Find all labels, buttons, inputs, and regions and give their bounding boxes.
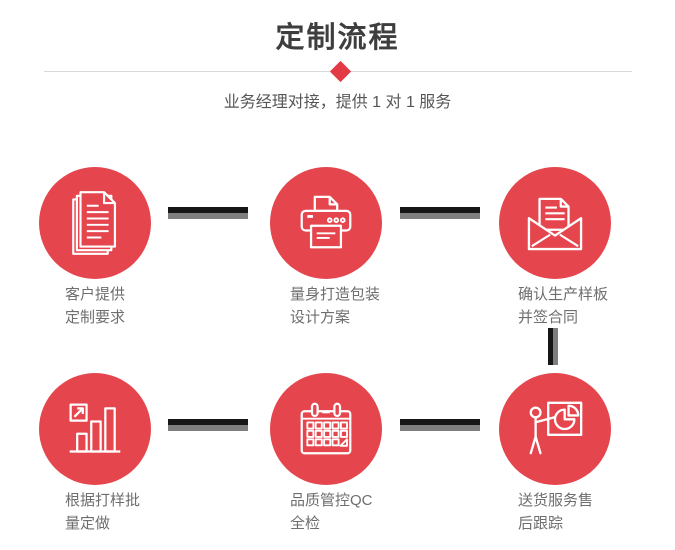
- section-title: 定制流程: [275, 22, 400, 54]
- step-label: 根据打样批量定做: [65, 489, 140, 535]
- step-circle-packaging-design: [270, 167, 382, 279]
- diamond-icon: [329, 60, 352, 83]
- step-circle-quality-control: [270, 373, 382, 485]
- step-label: 品质管控QC 全检: [290, 489, 373, 535]
- step-label: 量身打造包装设计方案: [290, 283, 380, 329]
- step-label: 确认生产样板并签合同: [518, 283, 608, 329]
- step-label-line2: 并签合同: [518, 309, 579, 326]
- presentation-icon: [524, 398, 586, 460]
- step-circle-sample-contract: [499, 167, 611, 279]
- step-label-line1: 量身打造包装: [290, 286, 381, 303]
- bar-chart-icon: [65, 399, 125, 459]
- step-label: 客户提供定制要求: [65, 283, 125, 329]
- connector-step3-step6: [548, 328, 558, 365]
- envelope-icon: [524, 195, 586, 251]
- step-label-line1: 确认生产样板: [518, 286, 609, 303]
- step-circle-customer-requirements: [39, 167, 151, 279]
- step-label-line1: 品质管控QC: [290, 492, 373, 509]
- step-label-line2: 量定做: [65, 515, 111, 532]
- step-circle-delivery-aftersales: [499, 373, 611, 485]
- step-circle-batch-production: [39, 373, 151, 485]
- step-label-line1: 根据打样批: [65, 492, 141, 509]
- printer-icon: [296, 195, 356, 251]
- step-label: 送货服务售后跟踪: [518, 489, 593, 535]
- connector-step1-step2: [168, 207, 248, 219]
- documents-icon: [66, 190, 124, 256]
- connector-step5-step6: [400, 419, 480, 431]
- step-label-line2: 后跟踪: [518, 515, 564, 532]
- connector-step4-step5: [168, 419, 248, 431]
- step-label-line2: 设计方案: [290, 309, 351, 326]
- section-subtitle: 业务经理对接，提供 1 对 1 服务: [223, 94, 452, 111]
- connector-step2-step3: [400, 207, 480, 219]
- step-label-line1: 客户提供: [65, 286, 126, 303]
- step-label-line2: 定制要求: [65, 309, 126, 326]
- step-label-line2: 全检: [290, 515, 321, 532]
- step-label-line1: 送货服务售: [518, 492, 594, 509]
- calendar-icon: [296, 401, 356, 457]
